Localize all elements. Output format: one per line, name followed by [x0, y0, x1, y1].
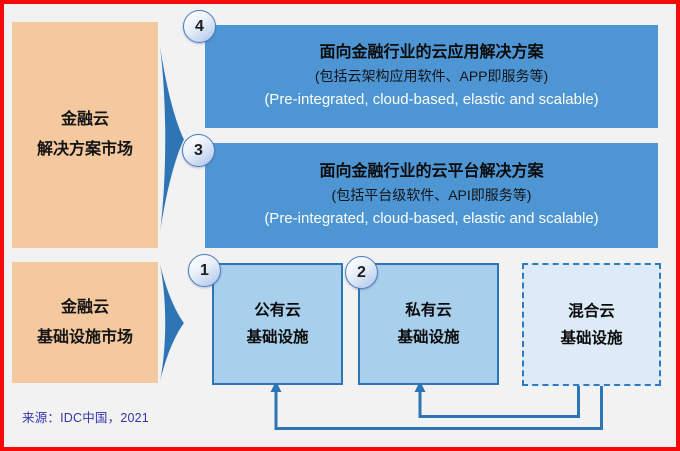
solutions-market-label: 金融云 解决方案市场 [12, 22, 158, 248]
arrow-up-icon [270, 381, 282, 392]
cloud-platform-solutions-box: 面向金融行业的云平台解决方案 (包括平台级软件、API即服务等) (Pre-in… [205, 143, 658, 248]
chevron-right-arrow-icon [160, 46, 184, 233]
solution-title: 面向金融行业的云平台解决方案 [319, 163, 544, 180]
infra-line2: 基础设施 [560, 329, 623, 347]
infra-line1: 公有云 [254, 302, 301, 319]
infra-line2: 基础设施 [246, 329, 309, 346]
solutions-market-line2: 解决方案市场 [36, 141, 133, 158]
step-badge-3: 3 [182, 134, 215, 167]
step-badge-1: 1 [188, 254, 221, 287]
infra-line2: 基础设施 [397, 329, 460, 346]
infrastructure-market-line1: 金融云 [60, 298, 109, 316]
public-cloud-infrastructure-box: 公有云 基础设施 [212, 263, 343, 385]
infrastructure-market-label: 金融云 基础设施市场 [12, 262, 158, 383]
step-badge-2: 2 [345, 256, 378, 289]
connector-hybrid-to-private [414, 381, 580, 418]
infrastructure-market-line2: 基础设施市场 [36, 328, 133, 346]
solution-subtitle-cn: (包括平台级软件、API即服务等) [331, 187, 532, 203]
solution-subtitle-en: (Pre-integrated, cloud-based, elastic an… [264, 210, 599, 227]
solution-subtitle-en: (Pre-integrated, cloud-based, elastic an… [264, 91, 599, 108]
solution-title: 面向金融行业的云应用解决方案 [319, 44, 544, 61]
infra-line1: 私有云 [405, 302, 452, 319]
infra-line1: 混合云 [568, 302, 615, 320]
chevron-right-arrow-icon [160, 264, 184, 382]
connector-hybrid-to-public [270, 381, 603, 430]
step-badge-4: 4 [183, 10, 216, 43]
solution-subtitle-cn: (包括云架构应用软件、APP即服务等) [314, 68, 549, 84]
private-cloud-infrastructure-box: 私有云 基础设施 [358, 263, 499, 385]
hybrid-cloud-infrastructure-box: 混合云 基础设施 [522, 263, 661, 386]
solutions-market-line1: 金融云 [60, 111, 109, 128]
arrow-up-icon [414, 381, 426, 392]
cloud-application-solutions-box: 面向金融行业的云应用解决方案 (包括云架构应用软件、APP即服务等) (Pre-… [205, 25, 658, 128]
source-note: 来源：IDC中国，2021 [22, 411, 149, 425]
